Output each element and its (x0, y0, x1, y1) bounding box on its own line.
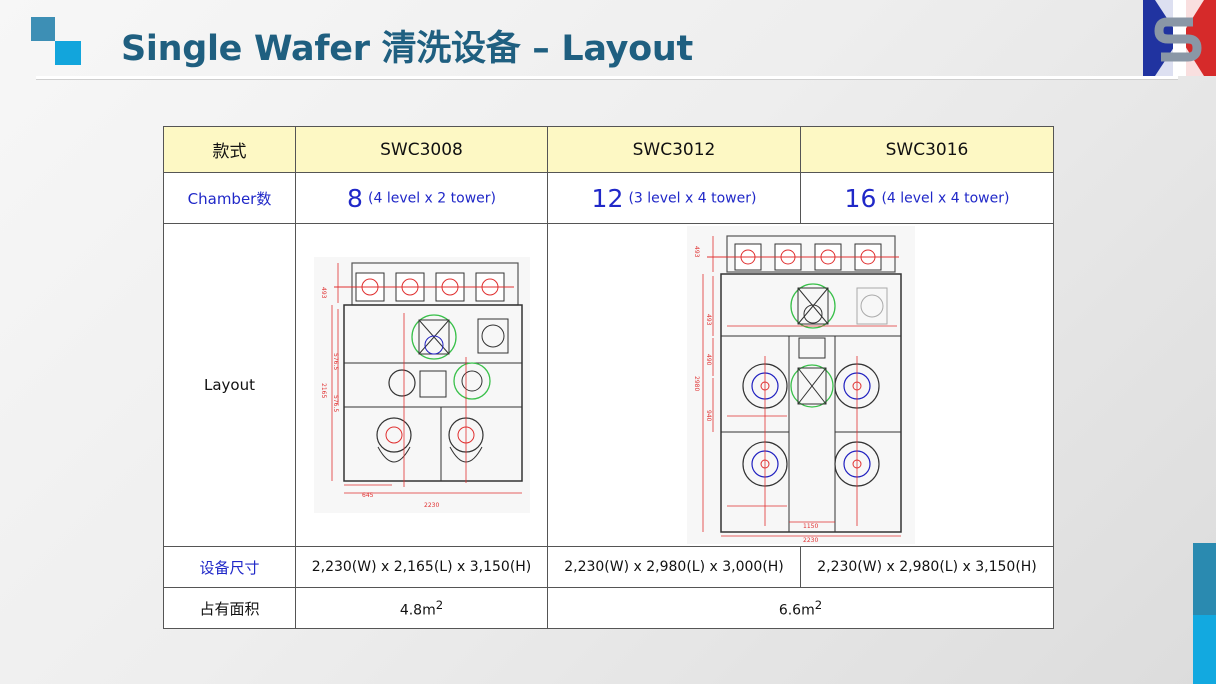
dim-label: 645 (362, 492, 374, 499)
chamber-config: (4 level x 2 tower) (368, 190, 496, 206)
header-model-swc3016: SWC3016 (800, 126, 1054, 173)
layout-drawing-swc3008: 493 576.5 2165 576.5 645 2230 (313, 257, 530, 513)
dim-label: 490 (705, 354, 712, 366)
dim-label: 940 (705, 410, 712, 422)
area-value: 4.8m (399, 602, 436, 619)
size-row-label: 设备尺寸 (163, 546, 296, 588)
chamber-config: (4 level x 4 tower) (881, 190, 1010, 206)
header-label-cell: 款式 (163, 126, 296, 173)
logo-square-light (55, 41, 81, 65)
chamber-count: 8 (347, 183, 363, 213)
header-row: 款式 SWC3008 SWC3012 SWC3016 (163, 126, 1054, 173)
side-accent-bar-light (1193, 615, 1216, 684)
size-row: 设备尺寸 2,230(W) x 2,165(L) x 3,150(H) 2,23… (163, 546, 1054, 588)
logo-square-dark (31, 17, 55, 41)
dim-label: 2230 (803, 537, 818, 544)
chamber-row-label: Chamber数 (163, 172, 296, 224)
layout-cell-swc3012-swc3016: 493 493 490 2980 940 1150 2230 (547, 223, 1054, 547)
spec-table: 款式 SWC3008 SWC3012 SWC3016 Chamber数 8 (4… (163, 126, 1054, 629)
dim-label: 576.5 (332, 353, 339, 370)
slide-title: Single Wafer 清洗设备 – Layout (121, 29, 693, 69)
area-unit-exponent: 2 (435, 597, 444, 612)
dim-label: 2230 (424, 502, 439, 509)
side-accent-bar-dark (1193, 543, 1216, 615)
area-unit-exponent: 2 (814, 597, 823, 612)
area-row-label: 占有面积 (163, 587, 296, 629)
layout-row-label: Layout (163, 223, 296, 547)
chamber-cell: 8 (4 level x 2 tower) (295, 172, 548, 224)
dim-label: 2165 (320, 383, 327, 398)
chamber-config: (3 level x 4 tower) (628, 190, 757, 206)
chamber-cell: 12 (3 level x 4 tower) (547, 172, 801, 224)
chamber-count: 16 (844, 183, 877, 213)
layout-row: Layout (163, 223, 1054, 547)
dim-label: 2980 (693, 376, 700, 391)
corner-logo-mark (31, 17, 83, 67)
size-cell: 2,230(W) x 2,980(L) x 3,000(H) (547, 546, 801, 588)
dim-label: 493 (320, 287, 327, 299)
chamber-cell: 16 (4 level x 4 tower) (800, 172, 1054, 224)
layout-cell-swc3008: 493 576.5 2165 576.5 645 2230 (295, 223, 548, 547)
dim-label: 493 (693, 246, 700, 258)
size-cell: 2,230(W) x 2,165(L) x 3,150(H) (295, 546, 548, 588)
chamber-row: Chamber数 8 (4 level x 2 tower) 12 (3 lev… (163, 172, 1054, 224)
size-cell: 2,230(W) x 2,980(L) x 3,150(H) (800, 546, 1054, 588)
layout-drawing-swc3012-swc3016: 493 493 490 2980 940 1150 2230 (686, 226, 915, 544)
dim-label: 493 (705, 314, 712, 326)
header-model-swc3012: SWC3012 (547, 126, 801, 173)
area-row: 占有面积 4.8m2 6.6m2 (163, 587, 1054, 629)
area-cell: 6.6m2 (547, 587, 1054, 629)
dim-label: 1150 (803, 523, 818, 530)
area-value: 6.6m (778, 602, 815, 619)
area-cell: 4.8m2 (295, 587, 548, 629)
header-model-swc3008: SWC3008 (295, 126, 548, 173)
chamber-count: 12 (591, 183, 624, 213)
dim-label: 576.5 (332, 395, 339, 412)
title-divider (36, 76, 1178, 80)
brand-logo (1143, 0, 1216, 76)
